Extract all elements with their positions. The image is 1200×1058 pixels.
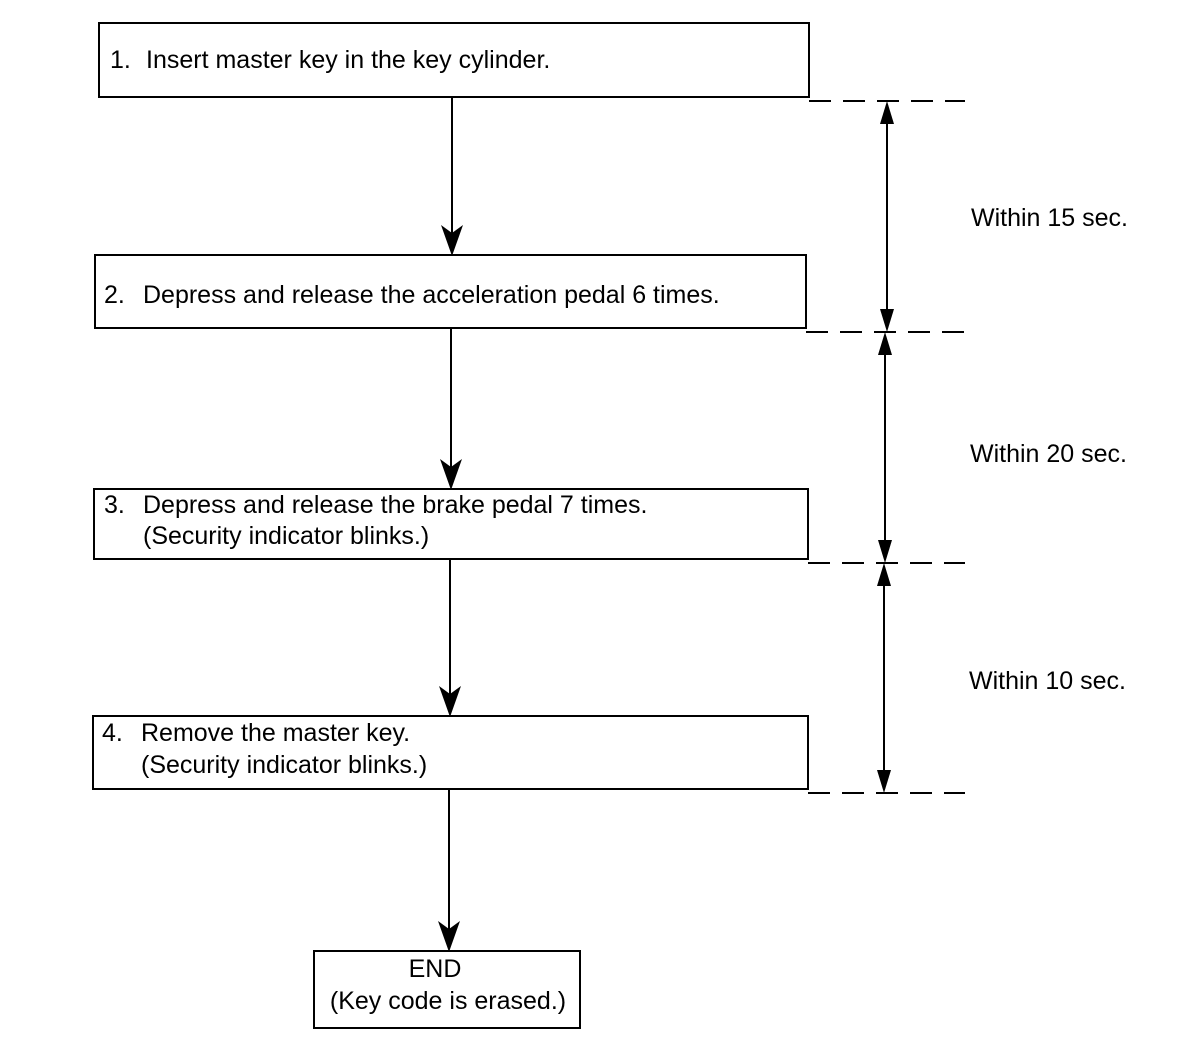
- timing-arrow-2-bottom: [878, 540, 892, 563]
- timing-arrow-1-bottom: [880, 309, 894, 332]
- end-note: (Key code is erased.): [330, 987, 566, 1015]
- step-4-box: [92, 715, 809, 790]
- arrow-head-4-end: [438, 921, 460, 952]
- timing-dimension-arrows: [877, 101, 894, 793]
- arrow-head-2-3: [440, 459, 462, 490]
- arrow-head-3-4: [439, 686, 461, 717]
- step-3-text-line-2: (Security indicator blinks.): [143, 522, 429, 550]
- step-1-box: [98, 22, 810, 98]
- timing-arrow-2-top: [878, 332, 892, 355]
- step-1-node: 1. Insert master key in the key cylinder…: [98, 22, 810, 98]
- step-3-number: 3.: [104, 491, 125, 519]
- flow-connectors: [438, 97, 463, 952]
- timing-label-3: Within 10 sec.: [969, 667, 1126, 695]
- timing-arrow-1-top: [880, 101, 894, 124]
- step-2-node: 2. Depress and release the acceleration …: [94, 254, 807, 329]
- step-2-box: [94, 254, 807, 329]
- step-4-text-line-1: Remove the master key.: [141, 719, 410, 747]
- timing-arrow-3-top: [877, 563, 891, 586]
- step-1-text: Insert master key in the key cylinder.: [146, 46, 550, 74]
- end-box: [313, 950, 581, 1029]
- end-title: END: [409, 955, 462, 983]
- step-3-node: 3. Depress and release the brake pedal 7…: [93, 488, 809, 560]
- step-4-node: 4. Remove the master key. (Security indi…: [92, 715, 809, 790]
- timing-label-1: Within 15 sec.: [971, 204, 1128, 232]
- step-3-text-line-1: Depress and release the brake pedal 7 ti…: [143, 491, 647, 519]
- step-2-text: Depress and release the acceleration ped…: [143, 281, 720, 309]
- timing-label-2: Within 20 sec.: [970, 440, 1127, 468]
- timing-arrow-3-bottom: [877, 770, 891, 793]
- step-4-text-line-2: (Security indicator blinks.): [141, 751, 427, 779]
- end-node: END (Key code is erased.): [313, 950, 581, 1029]
- step-2-number: 2.: [104, 281, 125, 309]
- timing-labels: Within 15 sec. Within 20 sec. Within 10 …: [969, 204, 1128, 695]
- step-4-number: 4.: [102, 719, 123, 747]
- step-1-number: 1.: [110, 46, 131, 74]
- arrow-head-1-2: [441, 225, 463, 256]
